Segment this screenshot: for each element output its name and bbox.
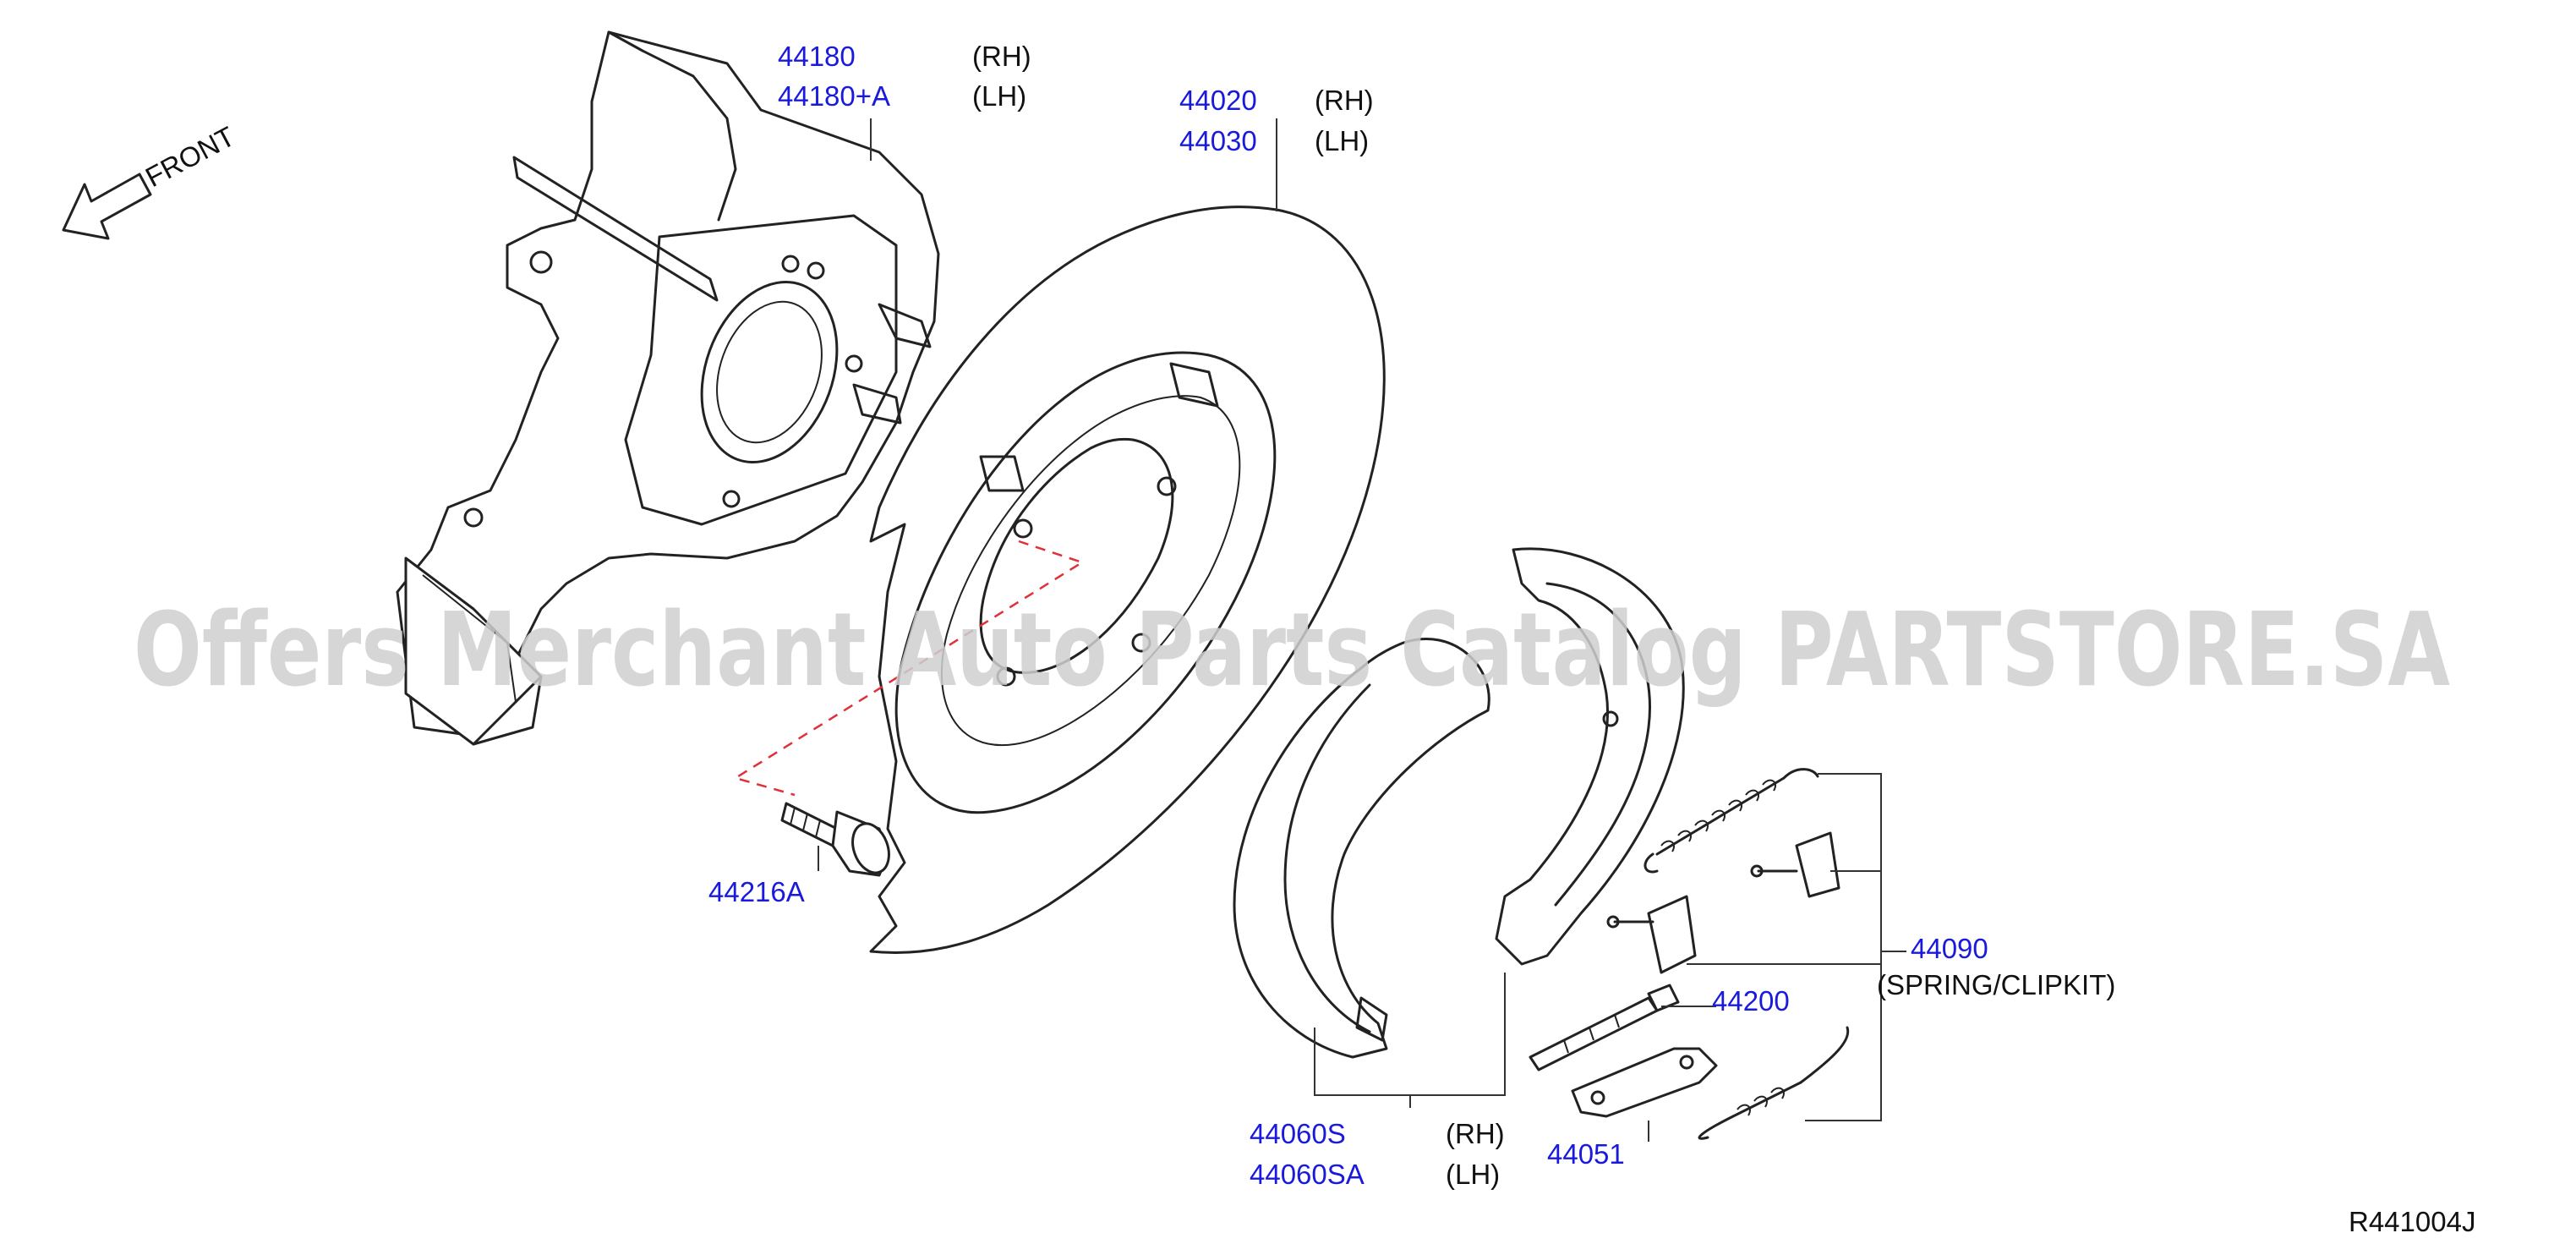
locator-dashed-lines (732, 540, 1085, 797)
backing-plate-part[interactable] (869, 206, 1386, 954)
part-number-44060s[interactable]: 44060S (1250, 1118, 1346, 1149)
part-number-44060sa[interactable]: 44060SA (1250, 1159, 1365, 1190)
label-44020[interactable]: 44020 (RH) 44030 (LH) (1179, 85, 1374, 156)
side-rh: (RH) (972, 41, 1031, 72)
part-number-44030[interactable]: 44030 (1179, 125, 1257, 156)
knuckle-part[interactable] (396, 30, 940, 746)
watermark-text: Offers Merchant Auto Parts Catalog PARTS… (134, 592, 2450, 710)
spring-part-lower[interactable] (1698, 1026, 1850, 1140)
bolt-part[interactable] (780, 802, 895, 878)
label-44090[interactable]: 44090 (SPRING/CLIPKIT) (1877, 933, 2115, 1000)
label-44060[interactable]: 44060S (RH) 44060SA (LH) (1250, 1118, 1505, 1190)
clip-part-lower[interactable] (1606, 895, 1697, 974)
front-label: FRONT (140, 120, 240, 193)
side-rh: (RH) (1315, 85, 1374, 116)
spring-part[interactable] (1643, 768, 1819, 874)
part-number-44216a[interactable]: 44216A (708, 876, 805, 907)
leader-lines (818, 118, 1906, 1142)
part-number-44180[interactable]: 44180 (778, 41, 856, 72)
side-lh: (LH) (1315, 125, 1369, 156)
part-number-44051[interactable]: 44051 (1547, 1138, 1625, 1170)
part-number-44090[interactable]: 44090 (1911, 933, 1988, 964)
adjuster-part[interactable] (1529, 984, 1680, 1071)
part-description: (SPRING/CLIPKIT) (1877, 969, 2115, 1000)
diagram-code: R441004J (2349, 1206, 2475, 1237)
part-number-44020[interactable]: 44020 (1179, 85, 1257, 116)
side-lh: (LH) (972, 80, 1026, 112)
side-lh: (LH) (1446, 1159, 1500, 1190)
label-44180[interactable]: 44180 (RH) 44180+A (LH) (778, 41, 1031, 112)
lever-part[interactable] (1571, 1047, 1718, 1118)
part-number-44180a[interactable]: 44180+A (778, 80, 890, 112)
front-arrow-icon (62, 173, 152, 240)
side-rh: (RH) (1446, 1118, 1505, 1149)
part-number-44200[interactable]: 44200 (1712, 985, 1790, 1017)
brake-shoe-part[interactable] (1233, 547, 1685, 1059)
clip-part-upper[interactable] (1750, 831, 1840, 898)
